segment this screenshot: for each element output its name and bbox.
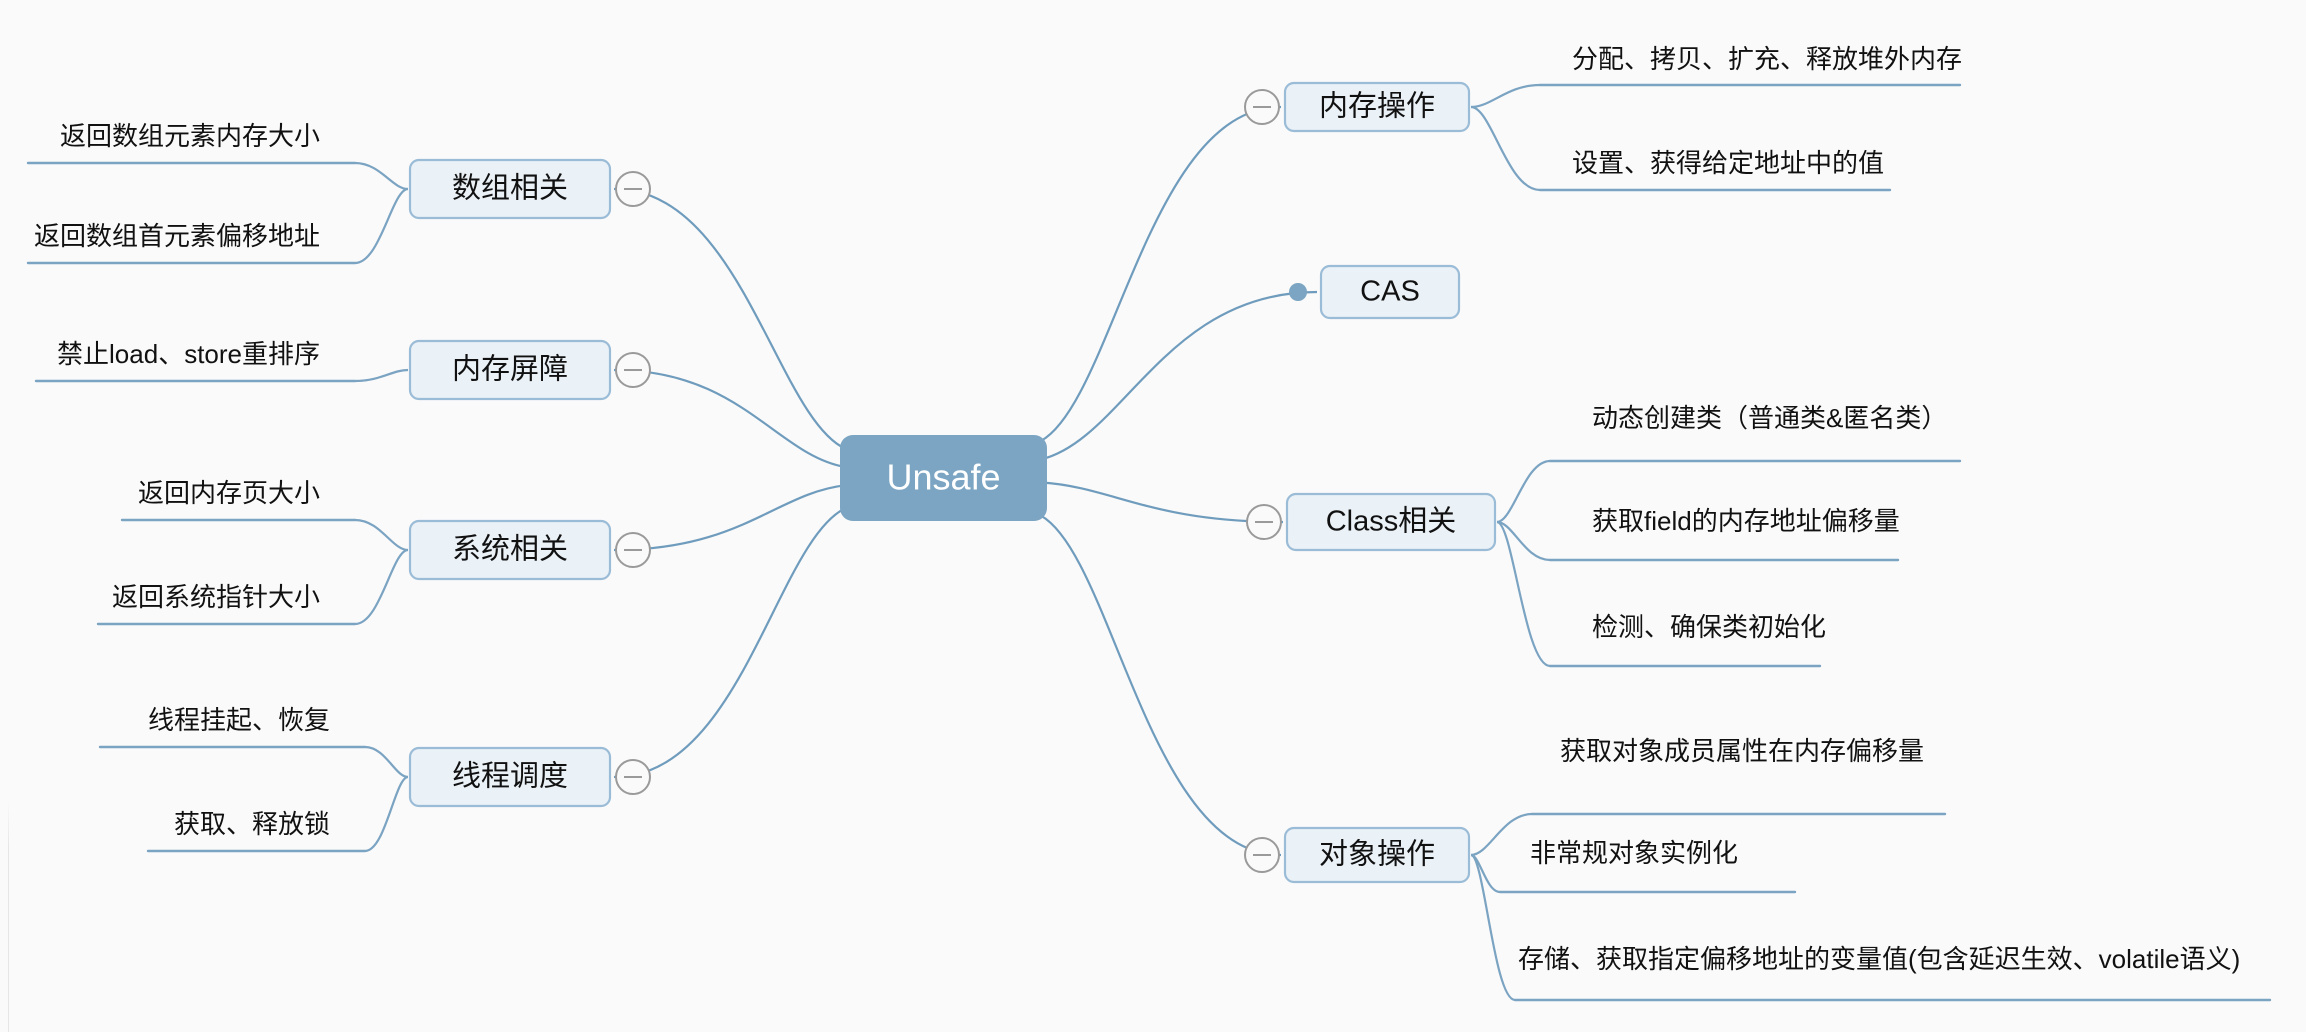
leaf-node-label[interactable]: 线程挂起、恢复: [148, 705, 330, 735]
leaf-nodes-layer: 返回数组元素内存大小返回数组首元素偏移地址禁止load、store重排序返回内存…: [26, 44, 2272, 1002]
leaf-node-label[interactable]: 获取field的内存地址偏移量: [1592, 506, 1900, 536]
branch-node-label-memory-barrier[interactable]: 内存屏障: [452, 353, 568, 386]
root-node[interactable]: [840, 435, 1047, 521]
child-edge-array-related-0: [354, 161, 409, 191]
child-edge-array-related-1: [354, 187, 409, 265]
child-edge-class-related-2: [1496, 520, 1551, 668]
branch-node-object-operations[interactable]: [1283, 826, 1471, 884]
leaf-node-label[interactable]: 动态创建类（普通类&匿名类）: [1592, 403, 1947, 433]
leaf-node-label[interactable]: 返回系统指针大小: [112, 582, 320, 612]
trunk-edge-memory-barrier: [613, 368, 847, 469]
child-edge-class-related-1: [1496, 520, 1551, 562]
branch-node-label-system-related[interactable]: 系统相关: [452, 533, 568, 566]
child-edge-memory-operations-1: [1470, 105, 1541, 192]
child-edge-system-related-0: [354, 518, 409, 552]
child-edge-class-related-0: [1496, 459, 1551, 524]
branch-node-label-object-operations[interactable]: 对象操作: [1319, 838, 1435, 871]
child-edge-memory-operations-0: [1470, 83, 1541, 109]
trunk-edge-cas: [1040, 290, 1318, 461]
leaf-node-label[interactable]: 存储、获取指定偏移地址的变量值(包含延迟生效、volatile语义): [1518, 944, 2240, 974]
leaf-node-label[interactable]: 获取对象成员属性在内存偏移量: [1560, 736, 1924, 766]
leaf-node-label[interactable]: 设置、获得给定地址中的值: [1572, 148, 1884, 178]
leaf-node-label[interactable]: 获取、释放锁: [174, 809, 330, 839]
branch-node-array-related[interactable]: [408, 158, 612, 220]
leaf-node-label[interactable]: 返回数组元素内存大小: [60, 121, 320, 151]
child-edge-system-related-1: [354, 548, 409, 626]
leaf-node-label[interactable]: 检测、确保类初始化: [1592, 612, 1826, 642]
leaf-node-label[interactable]: 返回内存页大小: [138, 478, 320, 508]
branch-node-system-related[interactable]: [408, 519, 612, 581]
branch-node-memory-operations[interactable]: [1283, 81, 1471, 133]
trunk-edge-object-operations: [1040, 514, 1282, 857]
trunk-edge-thread-scheduling: [613, 506, 847, 779]
child-edge-object-operations-0: [1470, 812, 1533, 857]
leaf-node-label[interactable]: 禁止load、store重排序: [57, 339, 320, 369]
branch-node-label-memory-operations[interactable]: 内存操作: [1319, 90, 1435, 123]
trunk-edge-class-related: [1040, 481, 1284, 524]
root-node-label[interactable]: Unsafe: [886, 457, 1000, 498]
branch-node-cas[interactable]: [1319, 264, 1461, 320]
branch-node-thread-scheduling[interactable]: [408, 746, 612, 808]
leaf-node-label[interactable]: 非常规对象实例化: [1530, 838, 1738, 868]
branch-node-memory-barrier[interactable]: [408, 339, 612, 401]
trunk-edge-array-related: [613, 187, 847, 451]
edges-layer: [354, 83, 1551, 1002]
trunk-edge-system-related: [613, 484, 847, 552]
child-edge-memory-barrier-0: [354, 368, 409, 383]
branch-node-label-class-related[interactable]: Class相关: [1326, 505, 1457, 538]
child-edge-object-operations-2: [1469, 853, 1516, 1002]
branch-node-class-related[interactable]: [1285, 492, 1497, 552]
leaf-node-label[interactable]: 返回数组首元素偏移地址: [34, 221, 320, 251]
leaf-dot-cas[interactable]: [1289, 283, 1307, 301]
trunk-edge-memory-operations: [1040, 105, 1282, 442]
branch-node-label-cas[interactable]: CAS: [1360, 276, 1420, 308]
child-edge-thread-scheduling-1: [364, 775, 409, 853]
leaf-node-label[interactable]: 分配、拷贝、扩充、释放堆外内存: [1572, 44, 1962, 74]
branch-node-label-thread-scheduling[interactable]: 线程调度: [452, 760, 568, 793]
child-edge-thread-scheduling-0: [364, 745, 409, 779]
branch-node-label-array-related[interactable]: 数组相关: [452, 172, 568, 205]
